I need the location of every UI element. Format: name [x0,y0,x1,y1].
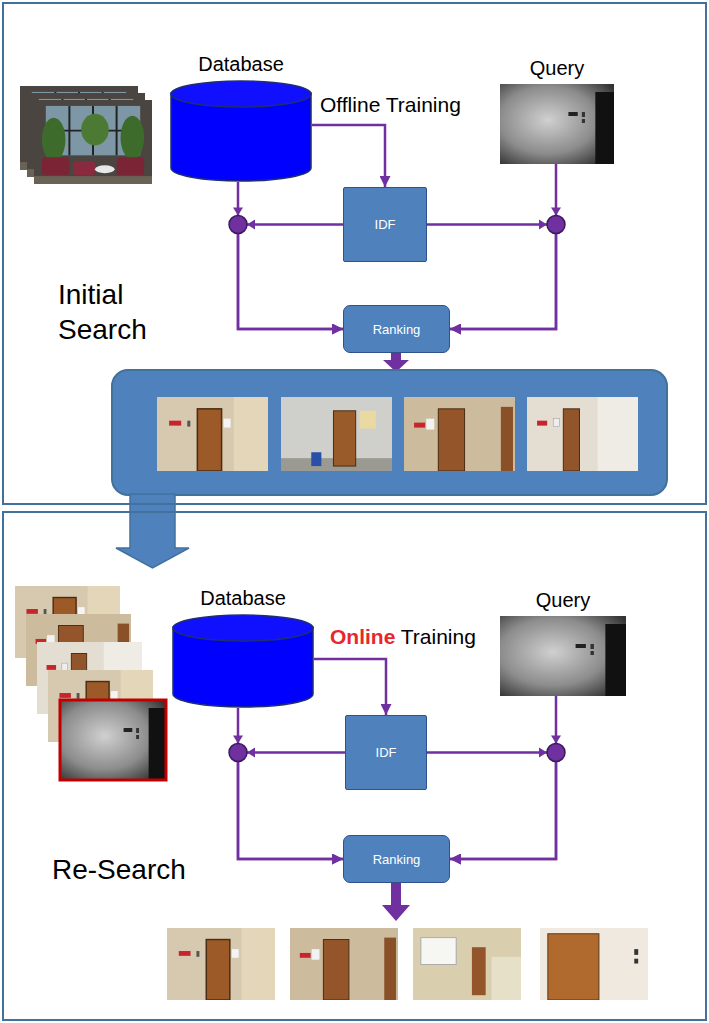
process-box: Ranking [343,835,450,883]
arrowhead [539,220,547,230]
arrowhead [233,736,243,744]
edge-label: Online Training [330,624,476,649]
photo [167,928,275,1000]
highlight-frame [60,700,166,780]
connector-arrow [238,753,345,860]
arrowhead [247,748,255,758]
panel-frame: Re-Search Database QueryIDF Ranking [2,511,707,1021]
photo [540,928,648,1000]
photo [34,100,152,184]
arrowhead [551,208,561,216]
arrowhead [247,220,255,230]
result-arrow [382,883,410,921]
photo [157,397,268,471]
box-label: Ranking [373,852,421,867]
process-box: IDF [343,187,427,262]
panel-heading: Re-Search [52,852,222,887]
connector-arrow [450,696,556,859]
query-image: Query [500,588,626,696]
node-label: Database [198,52,284,76]
junction-dot [547,744,565,762]
arrowhead [551,736,561,744]
photo [281,397,392,471]
junction-dot [547,216,565,234]
result-photos [157,397,638,471]
process-box: IDF [345,715,427,790]
edge-label-holder: Offline Training [320,92,461,117]
database-cylinder: Database [170,52,312,182]
photo [500,616,626,696]
photo [413,928,521,1000]
heading-holder: Initial Search [58,277,183,347]
edge-label: Offline Training [320,92,461,117]
photo [290,928,398,1000]
flow-arrow [116,494,189,568]
result-photos [167,928,648,1000]
connector-arrow [450,164,556,329]
box-label: Ranking [373,322,421,337]
connector-arrow [312,125,385,187]
node-label: Database [200,586,286,610]
node-label: Query [536,588,590,612]
photo [404,397,515,471]
process-box: Ranking [343,305,450,353]
results-band [112,370,667,495]
junction-dot [229,744,247,762]
panel-heading: Initial Search [58,277,183,347]
heading-holder: Re-Search [52,852,222,887]
connector-arrow [238,225,343,330]
database-photo-stack [20,86,152,184]
query-photo [500,84,614,164]
cylinder-top [171,81,311,107]
edge-label-holder: Online Training [330,624,476,649]
photo [60,700,166,780]
query-photo [500,616,626,696]
cylinder-top [173,615,313,641]
panel-frame: Initial Search Database QueryIDF Ranking [2,2,707,505]
database-photo-stack [15,586,166,780]
box-label: IDF [376,745,397,760]
highlight-word: Online [330,625,395,648]
photo [500,84,614,164]
junction-dot [229,216,247,234]
node-label: Query [530,56,584,80]
cylinder-shape [172,614,314,708]
connector-arrow [238,708,343,859]
plain-word: Training [395,625,476,648]
arrowhead [539,748,547,758]
arrowhead [233,208,243,216]
connector-arrow [238,182,343,329]
database-cylinder: Database [172,586,314,708]
photo [527,397,638,471]
cylinder-shape [170,80,312,182]
query-image: Query [500,56,614,164]
box-label: IDF [375,217,396,232]
connector-arrow [314,659,386,715]
